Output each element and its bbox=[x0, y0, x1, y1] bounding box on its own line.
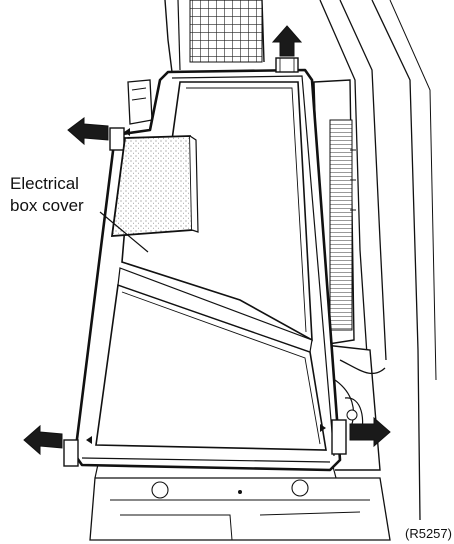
coil-grille bbox=[189, 0, 263, 63]
callout-label: Electrical box cover bbox=[10, 174, 84, 215]
electrical-box-cover-panel bbox=[63, 57, 347, 472]
callout-label-line2: box cover bbox=[10, 196, 84, 215]
electrical-box-cover bbox=[110, 135, 199, 237]
arrow-up-icon bbox=[271, 25, 303, 57]
callout-label-line1: Electrical bbox=[10, 174, 79, 193]
background-unit bbox=[89, 0, 437, 541]
figure-reference: (R5257) bbox=[405, 526, 452, 541]
arrow-left-bottom-icon bbox=[23, 424, 63, 456]
arrow-right-bottom-icon bbox=[349, 416, 391, 448]
callout-leader-line bbox=[99, 211, 149, 253]
arrow-left-top-icon bbox=[67, 117, 109, 146]
